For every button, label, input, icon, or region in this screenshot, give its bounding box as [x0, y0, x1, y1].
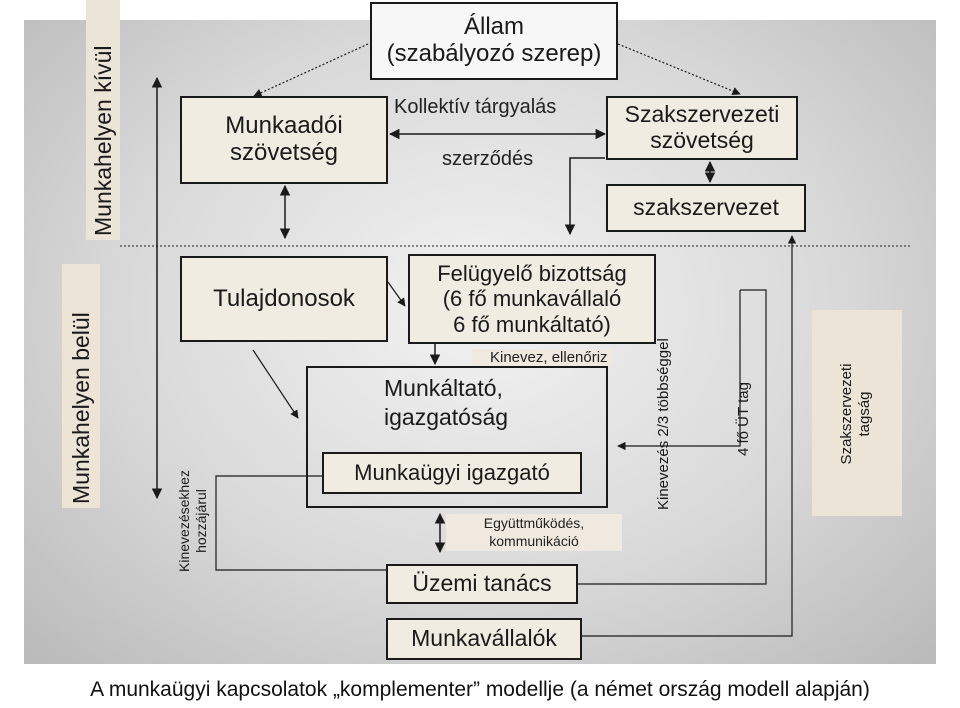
inside-label: Munkahelyen belül — [62, 264, 100, 508]
two-thirds-arrow — [617, 290, 741, 451]
management-line2: igazgatóság — [384, 403, 509, 430]
union-box: szakszervezet — [606, 184, 806, 232]
employers-line1: Munkaadói — [225, 112, 343, 140]
union-membership-label: Szakszervezeti tagság — [838, 352, 874, 476]
contract-arrow — [564, 157, 605, 236]
employers-box: Munkaadói szövetség — [180, 96, 388, 184]
union-membership-line2: tagság — [856, 391, 873, 437]
consent-line — [215, 475, 386, 571]
council-appointment-line — [578, 289, 767, 585]
supervisory-box: Felügyelő bizottság (6 fő munkavállaló 6… — [408, 254, 656, 344]
owners-box: Tulajdonosok — [180, 256, 388, 342]
state-union-arrow — [617, 43, 741, 96]
appoint-label: Kinevez, ellenőriz — [472, 349, 612, 366]
employees-box: Munkavállalók — [386, 618, 582, 660]
appointment-consent-line2: hozzájárul — [193, 489, 209, 553]
cooperation-line1: Együttműködés, — [483, 515, 585, 531]
union-federation-line2: szövetség — [650, 127, 754, 153]
employers-line2: szövetség — [229, 139, 339, 166]
state-box: Állam (szabályozó szerep) — [370, 2, 618, 80]
union-federation-line1: Szakszervezeti — [624, 101, 780, 128]
management-line1: Munkáltató, — [384, 375, 503, 401]
management-title: Munkáltató, igazgatóság — [384, 374, 508, 432]
owners-management-arrow — [252, 349, 299, 419]
management-box: Munkáltató, igazgatóság — [306, 366, 608, 508]
appointment-consent-label: Kinevezésekhez hozzájárul — [176, 454, 210, 588]
hr-director-box: Munkaügyi igazgató — [322, 452, 582, 494]
four-members-label: 4 fő ÜT tag — [735, 382, 752, 456]
supervisory-line2: (6 fő munkavállaló — [442, 286, 622, 312]
union-federation-box: Szakszervezeti szövetség — [606, 96, 798, 160]
supervisory-line3: 6 fő munkáltató) — [453, 311, 611, 337]
works-council-box: Üzemi tanács — [386, 564, 578, 604]
state-employers-arrow — [253, 43, 369, 97]
supervisory-line1: Felügyelő bizottság — [437, 261, 627, 287]
diagram-caption: A munkaügyi kapcsolatok „komplementer” m… — [90, 678, 870, 701]
union-membership-box — [812, 310, 902, 516]
state-subtitle: (szabályozó szerep) — [386, 40, 602, 67]
cooperation-line2: kommunikáció — [489, 532, 579, 549]
bargaining-label: Kollektív tárgyalás — [394, 96, 557, 118]
union-membership-line1: Szakszervezeti — [838, 363, 855, 465]
state-title: Állam — [463, 13, 524, 41]
cooperation-label: Együttműködés, kommunikáció — [446, 514, 622, 551]
outside-label: Munkahelyen kívül — [86, 0, 120, 240]
employees-union-arrow — [582, 235, 797, 637]
appointment-consent-line1: Kinevezésekhez — [176, 470, 192, 572]
contract-label: szerződés — [442, 148, 534, 170]
two-thirds-label: Kinevezés 2/3 többséggel — [655, 338, 672, 510]
owners-supervisory-arrow — [387, 281, 406, 307]
